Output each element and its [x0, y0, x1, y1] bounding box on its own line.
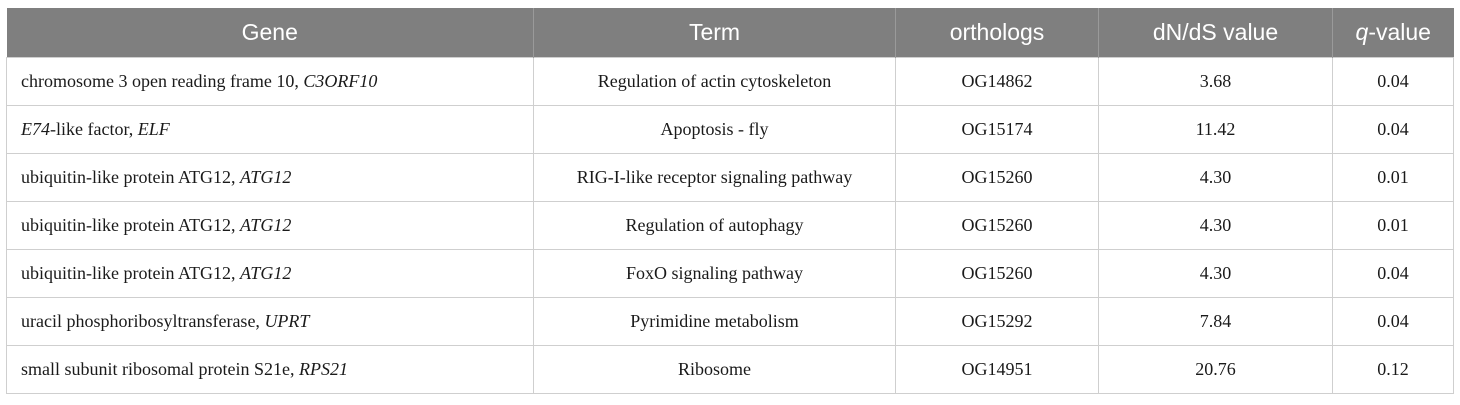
- cell-term: RIG-I-like receptor signaling pathway: [533, 153, 896, 202]
- cell-term: Pyrimidine metabolism: [533, 297, 896, 346]
- cell-dnds: 4.30: [1098, 201, 1333, 250]
- cell-dnds: 3.68: [1098, 57, 1333, 106]
- table-body: chromosome 3 open reading frame 10, C3OR…: [6, 57, 1454, 394]
- gene-name: -like factor,: [50, 119, 138, 139]
- gene-name: ubiquitin-like protein ATG12,: [21, 167, 240, 187]
- gene-name: ubiquitin-like protein ATG12,: [21, 263, 240, 283]
- cell-orthologs: OG15174: [895, 105, 1099, 154]
- header-q-rest: -value: [1368, 19, 1431, 45]
- gene-prefix: E74: [21, 119, 50, 139]
- gene-symbol: ATG12: [239, 167, 292, 187]
- cell-gene: ubiquitin-like protein ATG12, ATG12: [6, 153, 534, 202]
- cell-term: Apoptosis - fly: [533, 105, 896, 154]
- table-header: Gene Term orthologs dN/dS value q-value: [6, 8, 1454, 58]
- cell-q-value: 0.04: [1332, 249, 1454, 298]
- cell-q-value: 0.01: [1332, 201, 1454, 250]
- cell-orthologs: OG15260: [895, 201, 1099, 250]
- cell-q-value: 0.01: [1332, 153, 1454, 202]
- table-row: ubiquitin-like protein ATG12, ATG12 RIG-…: [6, 153, 1454, 202]
- cell-orthologs: OG14862: [895, 57, 1099, 106]
- cell-gene: ubiquitin-like protein ATG12, ATG12: [6, 201, 534, 250]
- gene-name: small subunit ribosomal protein S21e,: [21, 359, 299, 379]
- cell-term: Regulation of autophagy: [533, 201, 896, 250]
- gene-name: uracil phosphoribosyltransferase,: [21, 311, 265, 331]
- header-gene: Gene: [6, 8, 534, 58]
- gene-symbol: UPRT: [264, 311, 310, 331]
- cell-gene: uracil phosphoribosyltransferase, UPRT: [6, 297, 534, 346]
- cell-dnds: 11.42: [1098, 105, 1333, 154]
- table-row: chromosome 3 open reading frame 10, C3OR…: [6, 57, 1454, 106]
- cell-dnds: 20.76: [1098, 345, 1333, 394]
- gene-name: chromosome 3 open reading frame 10,: [21, 71, 304, 91]
- cell-q-value: 0.04: [1332, 297, 1454, 346]
- gene-symbol: ATG12: [239, 263, 292, 283]
- cell-orthologs: OG15292: [895, 297, 1099, 346]
- header-dnds: dN/dS value: [1098, 8, 1333, 58]
- gene-symbol: C3ORF10: [303, 71, 378, 91]
- cell-gene: chromosome 3 open reading frame 10, C3OR…: [6, 57, 534, 106]
- cell-term: FoxO signaling pathway: [533, 249, 896, 298]
- cell-term: Regulation of actin cytoskeleton: [533, 57, 896, 106]
- gene-name: ubiquitin-like protein ATG12,: [21, 215, 240, 235]
- gene-symbol: ELF: [137, 119, 170, 139]
- cell-q-value: 0.12: [1332, 345, 1454, 394]
- cell-orthologs: OG15260: [895, 249, 1099, 298]
- cell-dnds: 4.30: [1098, 249, 1333, 298]
- cell-q-value: 0.04: [1332, 57, 1454, 106]
- header-q-value: q-value: [1332, 8, 1454, 58]
- gene-symbol: RPS21: [298, 359, 348, 379]
- cell-gene: ubiquitin-like protein ATG12, ATG12: [6, 249, 534, 298]
- header-term: Term: [533, 8, 896, 58]
- table-row: uracil phosphoribosyltransferase, UPRT P…: [6, 297, 1454, 346]
- header-row: Gene Term orthologs dN/dS value q-value: [6, 8, 1454, 58]
- cell-term: Ribosome: [533, 345, 896, 394]
- cell-dnds: 7.84: [1098, 297, 1333, 346]
- table-row: small subunit ribosomal protein S21e, RP…: [6, 345, 1454, 394]
- gene-symbol: ATG12: [239, 215, 292, 235]
- cell-dnds: 4.30: [1098, 153, 1333, 202]
- table-row: ubiquitin-like protein ATG12, ATG12 FoxO…: [6, 249, 1454, 298]
- table-row: ubiquitin-like protein ATG12, ATG12 Regu…: [6, 201, 1454, 250]
- cell-gene: E74-like factor, ELF: [6, 105, 534, 154]
- cell-orthologs: OG15260: [895, 153, 1099, 202]
- header-orthologs: orthologs: [895, 8, 1099, 58]
- cell-orthologs: OG14951: [895, 345, 1099, 394]
- cell-q-value: 0.04: [1332, 105, 1454, 154]
- header-q-italic: q: [1355, 19, 1369, 45]
- data-table-container: Gene Term orthologs dN/dS value q-value …: [6, 8, 1454, 394]
- table-row: E74-like factor, ELF Apoptosis - fly OG1…: [6, 105, 1454, 154]
- gene-table: Gene Term orthologs dN/dS value q-value …: [6, 8, 1454, 394]
- cell-gene: small subunit ribosomal protein S21e, RP…: [6, 345, 534, 394]
